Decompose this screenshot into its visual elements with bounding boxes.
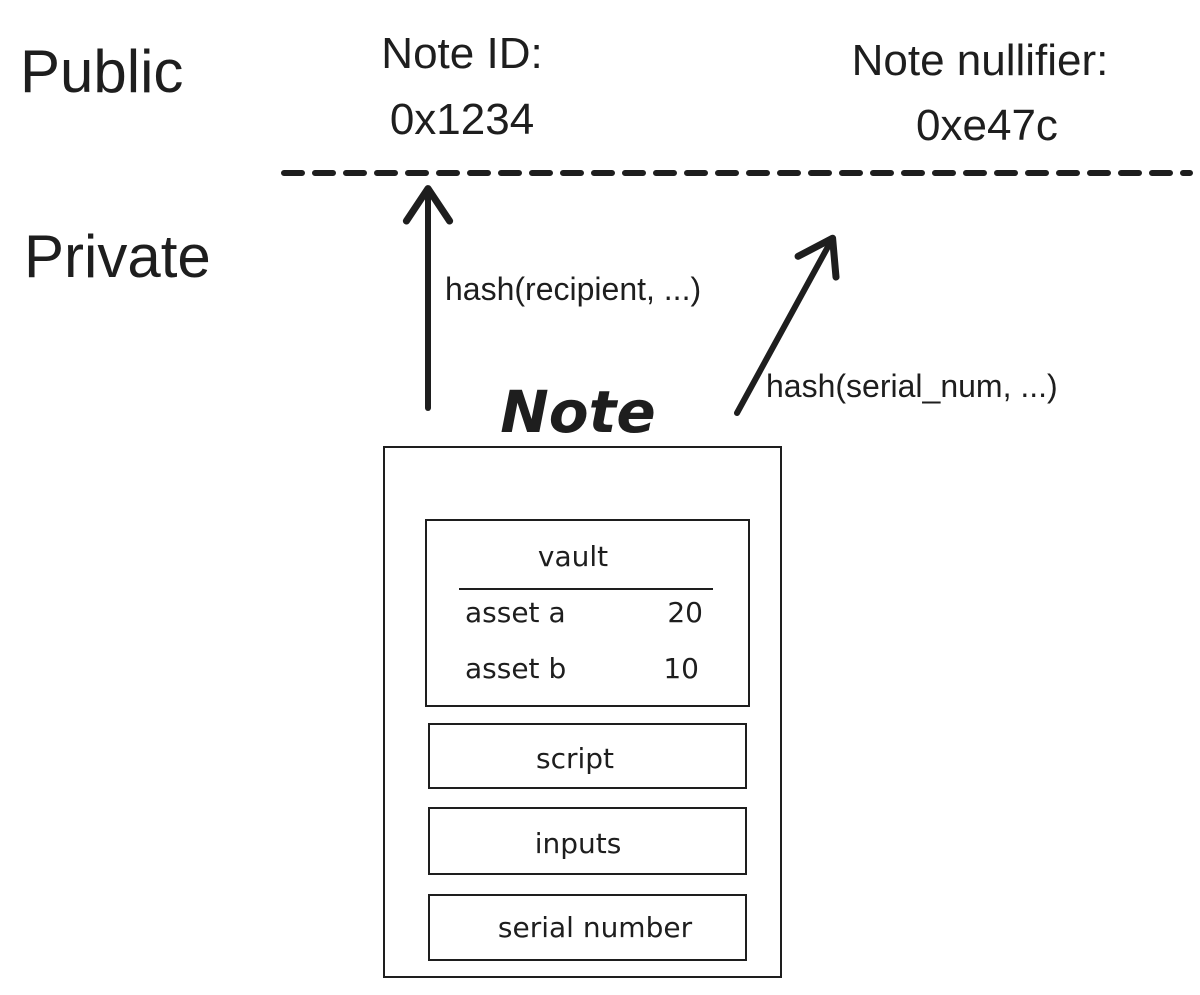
nullifier-hash-label: hash(serial_num, ...) (766, 368, 1058, 404)
nullifier-arrow (734, 234, 840, 416)
private-zone-label: Private (24, 223, 211, 290)
asset-amount: 10 (663, 652, 699, 685)
serial-number-label: serial number (498, 911, 693, 944)
nullifier-value: 0xe47c (916, 101, 1058, 150)
nullifier-label: Note nullifier: (852, 36, 1109, 85)
script-label: script (536, 742, 614, 775)
inputs-label: inputs (535, 827, 622, 860)
asset-name: asset a (465, 596, 566, 629)
inputs-box (428, 807, 747, 875)
note-id-hash-label: hash(recipient, ...) (445, 271, 701, 307)
note-title: Note (500, 378, 655, 446)
note-id-label: Note ID: (381, 29, 542, 78)
asset-amount: 20 (667, 596, 703, 629)
serial-number-box (428, 894, 747, 961)
public-zone-label: Public (20, 38, 183, 105)
vault-title: vault (538, 540, 608, 573)
script-box (428, 723, 747, 789)
vault-box (425, 519, 750, 707)
asset-name: asset b (465, 652, 566, 685)
note-id-value: 0x1234 (390, 95, 534, 144)
note-container (383, 446, 782, 978)
